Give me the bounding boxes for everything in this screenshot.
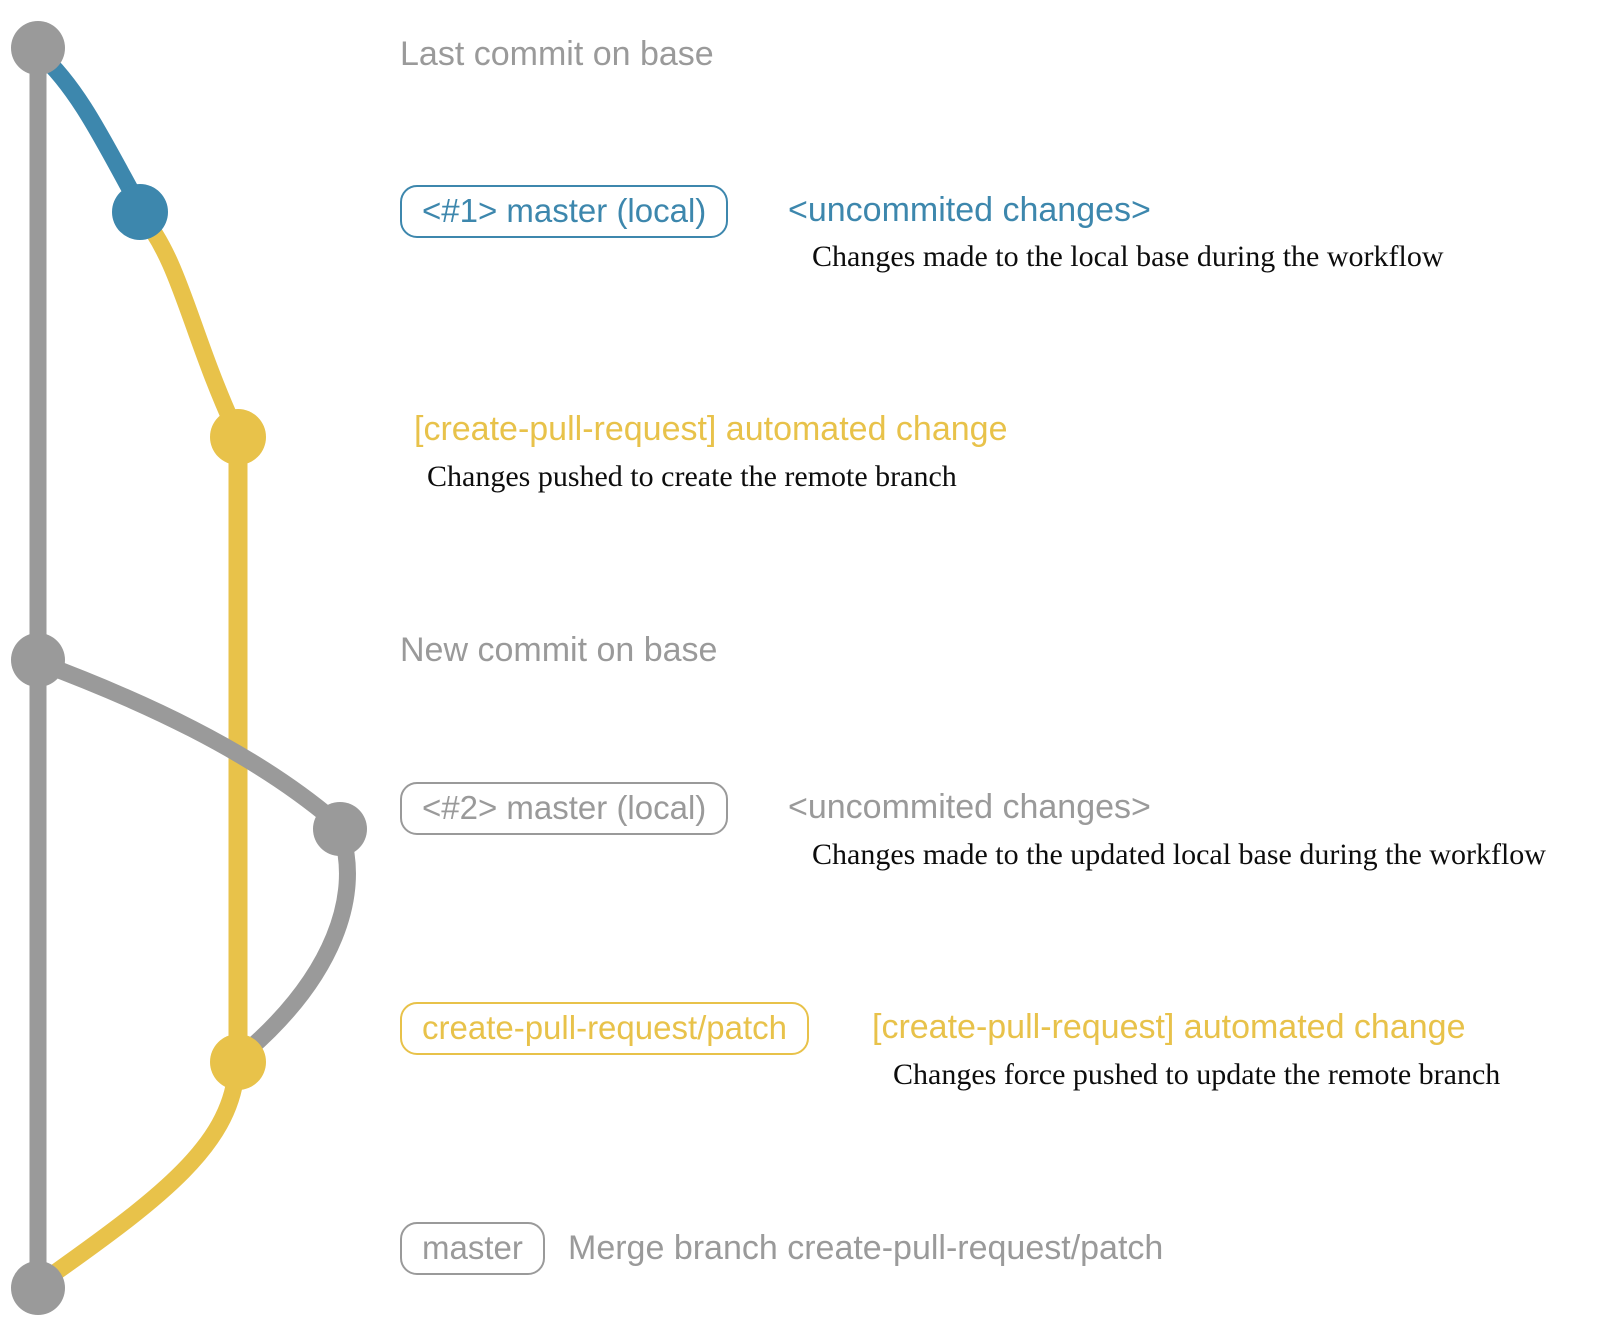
desc-uncommited-changes-2: Changes made to the updated local base d…	[812, 838, 1546, 871]
desc-uncommited-changes-1: Changes made to the local base during th…	[812, 240, 1444, 273]
desc-automated-change-2: Changes force pushed to update the remot…	[893, 1058, 1501, 1091]
commit-dot-master-local-2	[313, 802, 367, 856]
label-new-commit-on-base: New commit on base	[400, 631, 718, 669]
commit-dot-master-local-1	[112, 184, 168, 240]
commit-graph	[11, 21, 367, 1315]
badge-master: master	[400, 1222, 545, 1275]
title-master-merge: Merge branch create-pull-request/patch	[568, 1229, 1164, 1267]
title-uncommited-changes-2: <uncommited changes>	[788, 788, 1151, 826]
master-local-2-branch-curve-in	[240, 833, 356, 1059]
patch-branch-curve-top	[135, 210, 247, 443]
label-last-commit-on-base: Last commit on base	[400, 35, 714, 73]
commit-dot-master-merge	[11, 1261, 65, 1315]
commit-dot-last-base	[11, 21, 65, 75]
commit-dot-automated-change-1	[210, 409, 266, 465]
master-local-1-branch-curve	[34, 47, 145, 207]
title-automated-change-1: [create-pull-request] automated change	[414, 410, 1008, 448]
title-uncommited-changes-1: <uncommited changes>	[788, 191, 1151, 229]
patch-branch-merge-curve	[51, 1072, 245, 1279]
master-local-2-branch-curve-out	[35, 654, 339, 827]
desc-automated-change-1: Changes pushed to create the remote bran…	[427, 460, 957, 493]
badge-master-local-2: <#2> master (local)	[400, 782, 729, 835]
title-automated-change-2: [create-pull-request] automated change	[872, 1008, 1466, 1046]
badge-master-local-1: <#1> master (local)	[400, 185, 729, 238]
commit-dot-new-base	[11, 633, 65, 687]
badge-create-pull-request-patch: create-pull-request/patch	[400, 1002, 810, 1055]
commit-dot-automated-change-2	[210, 1034, 266, 1090]
